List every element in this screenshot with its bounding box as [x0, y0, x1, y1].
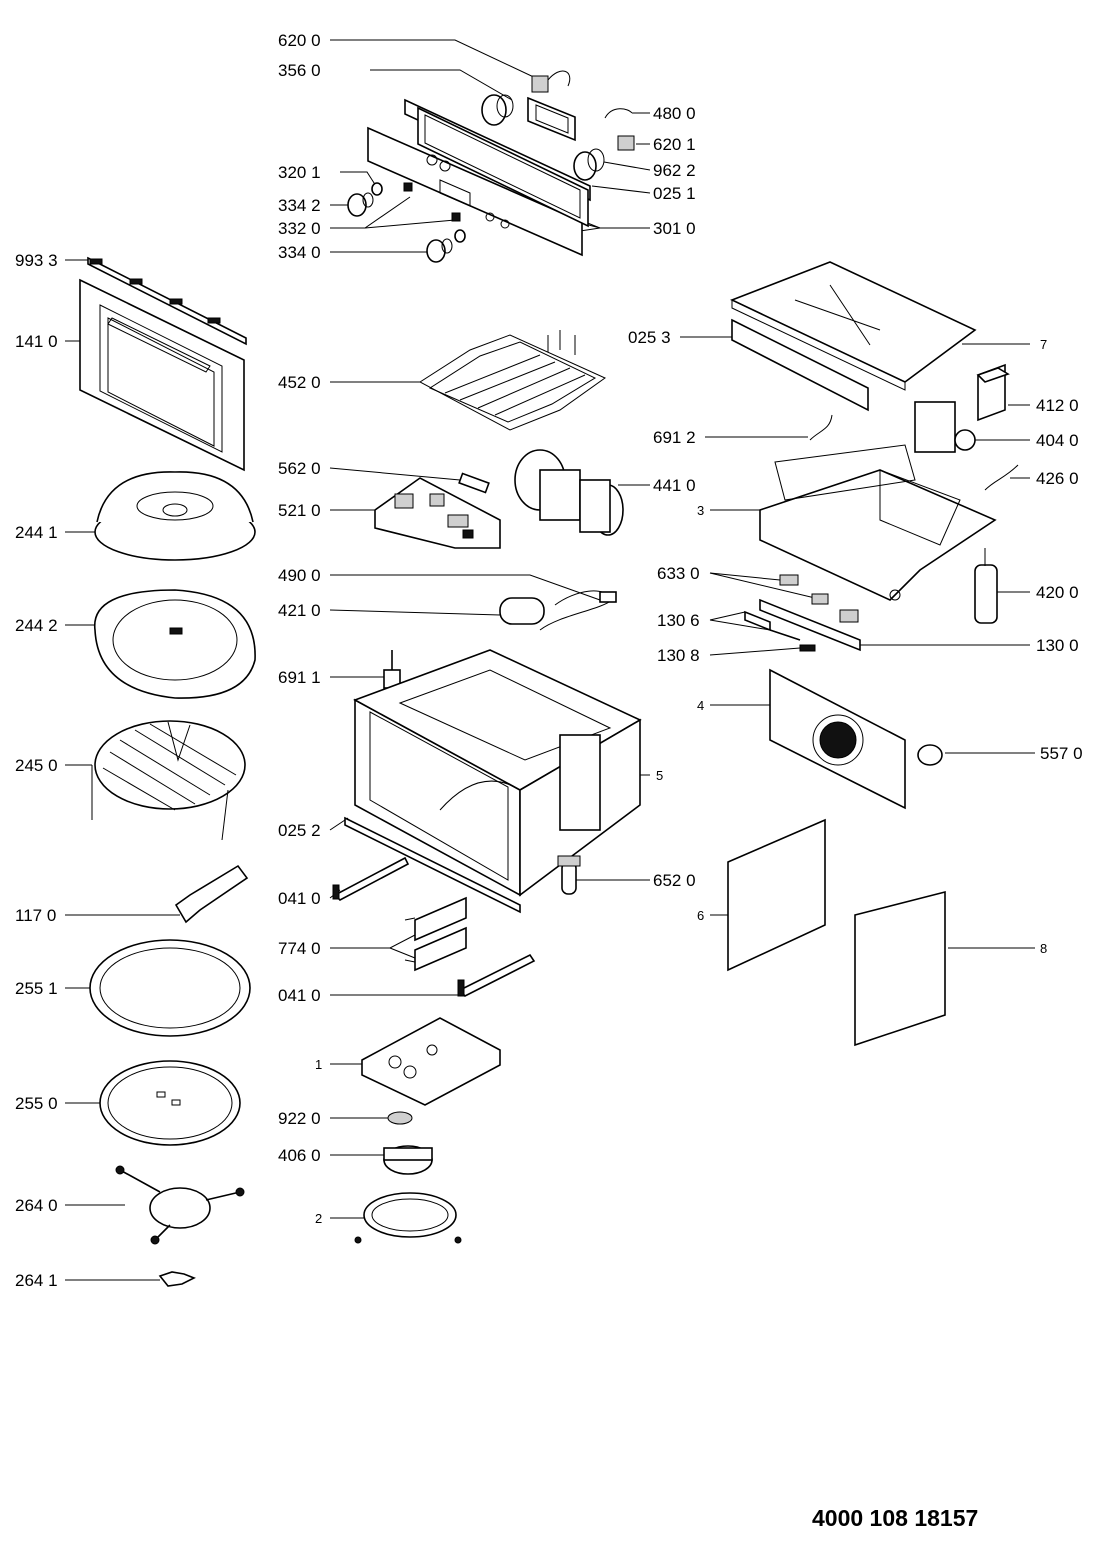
power-cord: [539, 590, 617, 631]
door-assembly: [79, 256, 247, 472]
label-025-2: 025 2: [278, 821, 321, 840]
label-3: 3: [697, 503, 704, 518]
label-652-0: 652 0: [653, 871, 696, 890]
label-356-0: 356 0: [278, 61, 321, 80]
label-406-0: 406 0: [278, 1146, 321, 1165]
label-117-0: 117 0: [15, 906, 56, 925]
label-421-0: 421 0: [278, 601, 321, 620]
top-cover: [729, 261, 977, 412]
label-332-0: 332 0: [278, 219, 321, 238]
control-board: [374, 477, 501, 549]
label-255-1: 255 1: [15, 979, 58, 998]
grill-element: [419, 330, 606, 431]
switch-691-1: [383, 650, 401, 689]
label-452-0: 452 0: [278, 373, 321, 392]
glass-tray: [99, 1060, 241, 1146]
label-025-1: 025 1: [653, 184, 696, 203]
handle: [174, 864, 249, 924]
label-2: 2: [315, 1211, 322, 1226]
interlock-bracket: [744, 574, 861, 652]
label-426-0: 426 0: [1036, 469, 1079, 488]
label-301-0: 301 0: [653, 219, 696, 238]
base-plate: [361, 1017, 501, 1106]
label-244-1: 244 1: [15, 523, 58, 542]
roller-support: [115, 1165, 245, 1245]
label-041-0-upper: 041 0: [278, 889, 321, 908]
label-5: 5: [656, 768, 663, 783]
chassis: [759, 444, 997, 601]
label-255-0: 255 0: [15, 1094, 58, 1113]
label-8: 8: [1040, 941, 1047, 956]
thermostat-652: [557, 855, 581, 895]
switch-691-2-wire: [809, 414, 833, 441]
oven-cavity: [353, 649, 642, 897]
turntable-ring: [89, 939, 251, 1037]
hinges-brackets: [332, 856, 536, 998]
magnetron: [914, 401, 976, 453]
label-7: 7: [1040, 337, 1047, 352]
label-320-1: 320 1: [278, 163, 321, 182]
crisp-plate: [94, 589, 256, 699]
transformer: [976, 363, 1010, 422]
thermostat-557: [917, 744, 943, 766]
label-041-0-lower: 041 0: [278, 986, 321, 1005]
label-141-0: 141 0: [15, 332, 58, 351]
label-130-0: 130 0: [1036, 636, 1079, 655]
side-panel-8: [854, 890, 946, 1047]
control-panel-assembly: [347, 70, 635, 263]
label-245-0: 245 0: [15, 756, 58, 775]
label-490-0: 490 0: [278, 566, 321, 585]
label-441-0: 441 0: [653, 476, 696, 495]
fan-motor: [514, 449, 624, 536]
label-521-0: 521 0: [278, 501, 321, 520]
label-633-0: 633 0: [657, 564, 700, 583]
seal-strip: [344, 816, 521, 914]
dome-cover: [94, 471, 256, 561]
label-244-2: 244 2: [15, 616, 58, 635]
label-264-0: 264 0: [15, 1196, 58, 1215]
label-334-0: 334 0: [278, 243, 321, 262]
label-264-1: 264 1: [15, 1271, 58, 1290]
label-130-6: 130 6: [657, 611, 700, 630]
wire-426: [984, 464, 1019, 491]
label-025-3: 025 3: [628, 328, 671, 347]
turntable-drive: [354, 1111, 462, 1244]
label-774-0: 774 0: [278, 939, 321, 958]
label-334-2: 334 2: [278, 196, 321, 215]
capacitor: [499, 597, 545, 625]
coupler: [158, 1271, 196, 1287]
label-6: 6: [697, 908, 704, 923]
label-691-1: 691 1: [278, 668, 321, 687]
label-4: 4: [697, 698, 704, 713]
label-412-0: 412 0: [1036, 396, 1079, 415]
label-962-2: 962 2: [653, 161, 696, 180]
label-922-0: 922 0: [278, 1109, 321, 1128]
label-620-0: 620 0: [278, 31, 321, 50]
label-620-1: 620 1: [653, 135, 696, 154]
back-panel: [769, 668, 906, 810]
label-1: 1: [315, 1057, 322, 1072]
wire-rack: [91, 720, 246, 841]
label-993-3: 993 3: [15, 251, 58, 270]
document-number: 4000 108 18157: [812, 1505, 979, 1531]
label-404-0: 404 0: [1036, 431, 1079, 450]
label-480-0: 480 0: [653, 104, 696, 123]
part-labels: 620 0 356 0 480 0 620 1 320 1 962 2 025 …: [15, 31, 1083, 1290]
side-panel-6: [727, 818, 826, 972]
hv-capacitor: [974, 548, 998, 624]
label-420-0: 420 0: [1036, 583, 1079, 602]
label-130-8: 130 8: [657, 646, 700, 665]
fuse: [458, 472, 490, 494]
label-562-0: 562 0: [278, 459, 321, 478]
label-557-0: 557 0: [1040, 744, 1083, 763]
label-691-2: 691 2: [653, 428, 696, 447]
